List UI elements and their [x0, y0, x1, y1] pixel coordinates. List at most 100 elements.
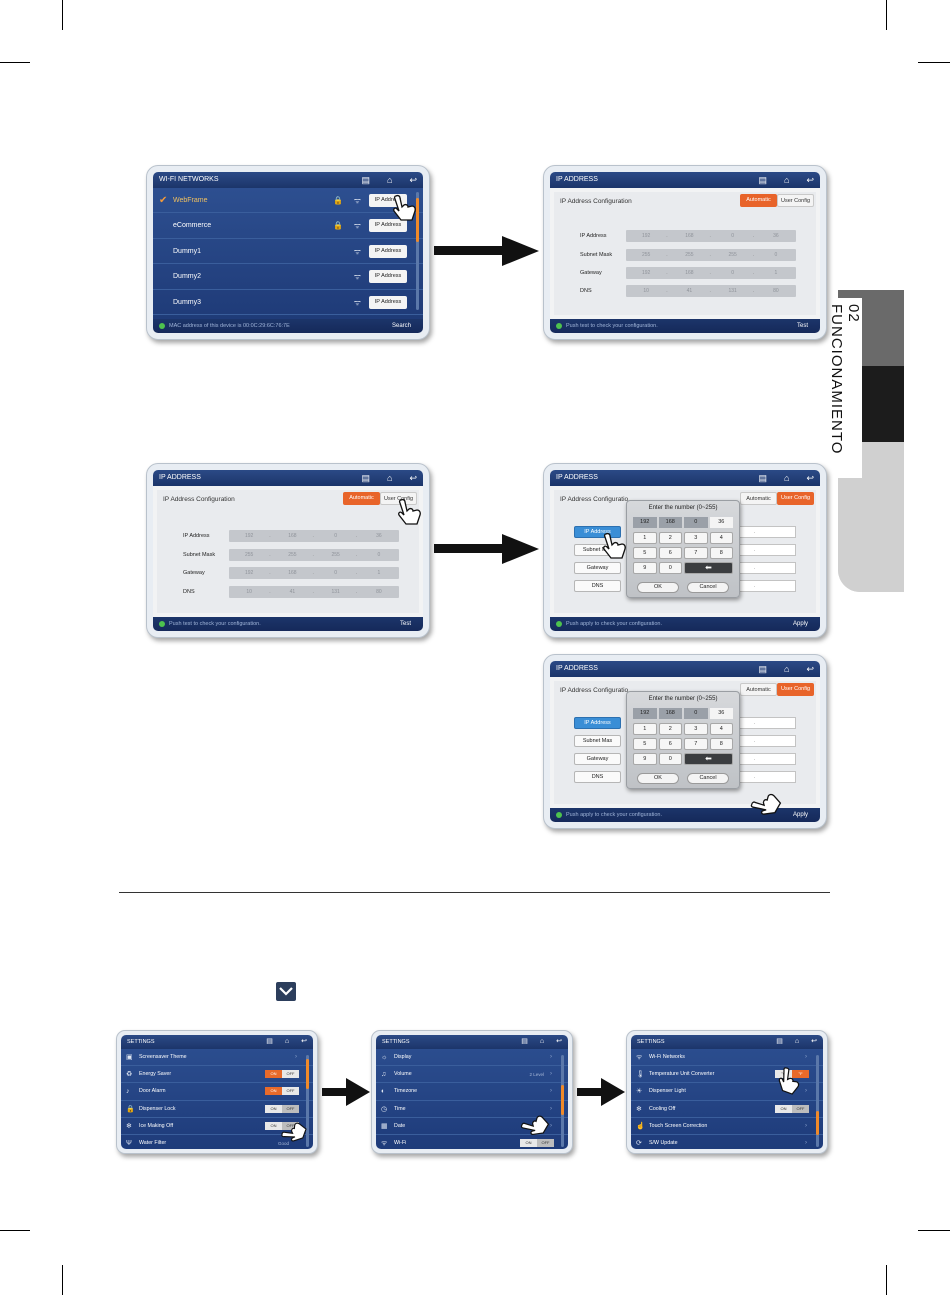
key-2[interactable]: 2: [658, 723, 682, 735]
backspace-icon[interactable]: ⬅: [684, 753, 733, 765]
key-4[interactable]: 4: [709, 723, 733, 735]
back-icon[interactable]: ↩: [556, 1038, 562, 1045]
settings-row[interactable]: ◷ Time ›: [376, 1101, 568, 1118]
octet[interactable]: 168: [658, 517, 682, 528]
key-1[interactable]: 1: [633, 532, 657, 544]
toggle-on[interactable]: ON: [520, 1138, 537, 1147]
gateway-button[interactable]: Gateway: [574, 753, 621, 765]
scrollbar[interactable]: [816, 1055, 819, 1147]
ok-button[interactable]: OK: [637, 773, 679, 784]
home-icon[interactable]: ⌂: [784, 473, 790, 483]
network-row[interactable]: Dummy1 ᯤ IP Address: [153, 239, 423, 265]
settings-row[interactable]: ◐ Timezone ›: [376, 1083, 568, 1101]
settings-row[interactable]: ☀ Dispenser Light ›: [631, 1083, 823, 1101]
scrollbar-thumb[interactable]: [816, 1111, 819, 1135]
key-6[interactable]: 6: [658, 738, 682, 750]
settings-row[interactable]: ♫ Volume 2 Level ›: [376, 1066, 568, 1084]
automatic-button[interactable]: Automatic: [740, 194, 777, 207]
toggle-off[interactable]: OFF: [537, 1138, 554, 1147]
back-icon[interactable]: ↩: [806, 175, 814, 185]
settings-row[interactable]: ᯤ Wi-Fi Networks ›: [631, 1049, 823, 1067]
key-7[interactable]: 7: [684, 738, 708, 750]
user-config-button[interactable]: User Config: [380, 492, 417, 505]
automatic-button[interactable]: Automatic: [740, 683, 777, 696]
octet[interactable]: 36: [709, 708, 733, 719]
settings-row[interactable]: ▦ Date ›: [376, 1118, 568, 1135]
test-button[interactable]: Test: [796, 323, 808, 329]
home-icon[interactable]: ⌂: [387, 473, 393, 483]
octet[interactable]: 0: [684, 517, 708, 528]
backspace-icon[interactable]: ⬅: [684, 562, 733, 574]
back-icon[interactable]: ↩: [806, 664, 814, 674]
key-4[interactable]: 4: [709, 532, 733, 544]
key-6[interactable]: 6: [658, 547, 682, 559]
apply-button[interactable]: Apply: [792, 812, 808, 818]
toggle-off[interactable]: OFF: [282, 1087, 299, 1096]
ip-address-button[interactable]: IP Address: [369, 244, 407, 258]
home-icon[interactable]: ⌂: [784, 175, 790, 185]
toggle-on[interactable]: ON: [265, 1070, 282, 1079]
user-config-button[interactable]: User Config: [777, 683, 814, 696]
settings-row[interactable]: ☼ Display ›: [376, 1049, 568, 1067]
key-2[interactable]: 2: [658, 532, 682, 544]
toggle-fahrenheit[interactable]: °F: [792, 1070, 809, 1079]
home-icon[interactable]: ⌂: [539, 1038, 545, 1045]
key-8[interactable]: 8: [709, 547, 733, 559]
key-9[interactable]: 9: [633, 753, 657, 765]
back-icon[interactable]: ↩: [409, 175, 417, 185]
toggle-on[interactable]: ON: [265, 1087, 282, 1096]
scrollbar[interactable]: [561, 1055, 564, 1147]
network-row[interactable]: Dummy2 ᯤ IP Address: [153, 264, 423, 290]
home-icon[interactable]: ⌂: [284, 1038, 290, 1045]
back-icon[interactable]: ↩: [811, 1038, 817, 1045]
octet[interactable]: 168: [658, 708, 682, 719]
octet[interactable]: 192: [633, 517, 657, 528]
scrollbar-thumb[interactable]: [416, 198, 419, 242]
ip-address-button[interactable]: IP Address: [369, 219, 407, 233]
scrollbar-thumb[interactable]: [561, 1085, 564, 1115]
key-9[interactable]: 9: [633, 562, 657, 574]
settings-row[interactable]: ▣ Screensaver Theme ›: [121, 1049, 313, 1067]
key-1[interactable]: 1: [633, 723, 657, 735]
user-config-button[interactable]: User Config: [777, 194, 814, 207]
toggle-off[interactable]: OFF: [792, 1104, 809, 1113]
network-row[interactable]: ✔ WebFrame 🔒 ᯤ IP Address: [153, 188, 423, 214]
scrollbar-thumb[interactable]: [306, 1059, 309, 1089]
home-icon[interactable]: ⌂: [784, 664, 790, 674]
home-icon[interactable]: ⌂: [794, 1038, 800, 1045]
key-3[interactable]: 3: [684, 532, 708, 544]
toggle-on[interactable]: ON: [265, 1104, 282, 1113]
toggle-off[interactable]: OFF: [282, 1121, 299, 1130]
network-row[interactable]: Dummy3 ᯤ IP Address: [153, 290, 423, 315]
back-icon[interactable]: ↩: [409, 473, 417, 483]
memo-icon[interactable]: ▤: [758, 664, 768, 674]
ip-address-button[interactable]: IP Address: [369, 295, 407, 309]
cancel-button[interactable]: Cancel: [687, 773, 729, 784]
home-icon[interactable]: ⌂: [387, 175, 393, 185]
network-row[interactable]: eCommerce 🔒 ᯤ IP Address: [153, 213, 423, 239]
test-button[interactable]: Test: [399, 621, 411, 627]
settings-row[interactable]: ⟳ S/W Update ›: [631, 1135, 823, 1149]
key-7[interactable]: 7: [684, 547, 708, 559]
settings-row[interactable]: Ψ Water Filter Good: [121, 1135, 313, 1149]
mode-toggle[interactable]: Automatic User Config: [740, 194, 814, 207]
dns-button[interactable]: DNS: [574, 580, 621, 592]
mode-toggle[interactable]: Automatic User Config: [740, 492, 814, 505]
octet[interactable]: 192: [633, 708, 657, 719]
toggle-off[interactable]: OFF: [282, 1104, 299, 1113]
octet[interactable]: 36: [709, 517, 733, 528]
memo-icon[interactable]: ▤: [758, 473, 768, 483]
search-button[interactable]: Search: [391, 323, 411, 329]
back-icon[interactable]: ↩: [806, 473, 814, 483]
key-5[interactable]: 5: [633, 547, 657, 559]
ok-button[interactable]: OK: [637, 582, 679, 593]
memo-icon[interactable]: ▤: [266, 1038, 273, 1045]
